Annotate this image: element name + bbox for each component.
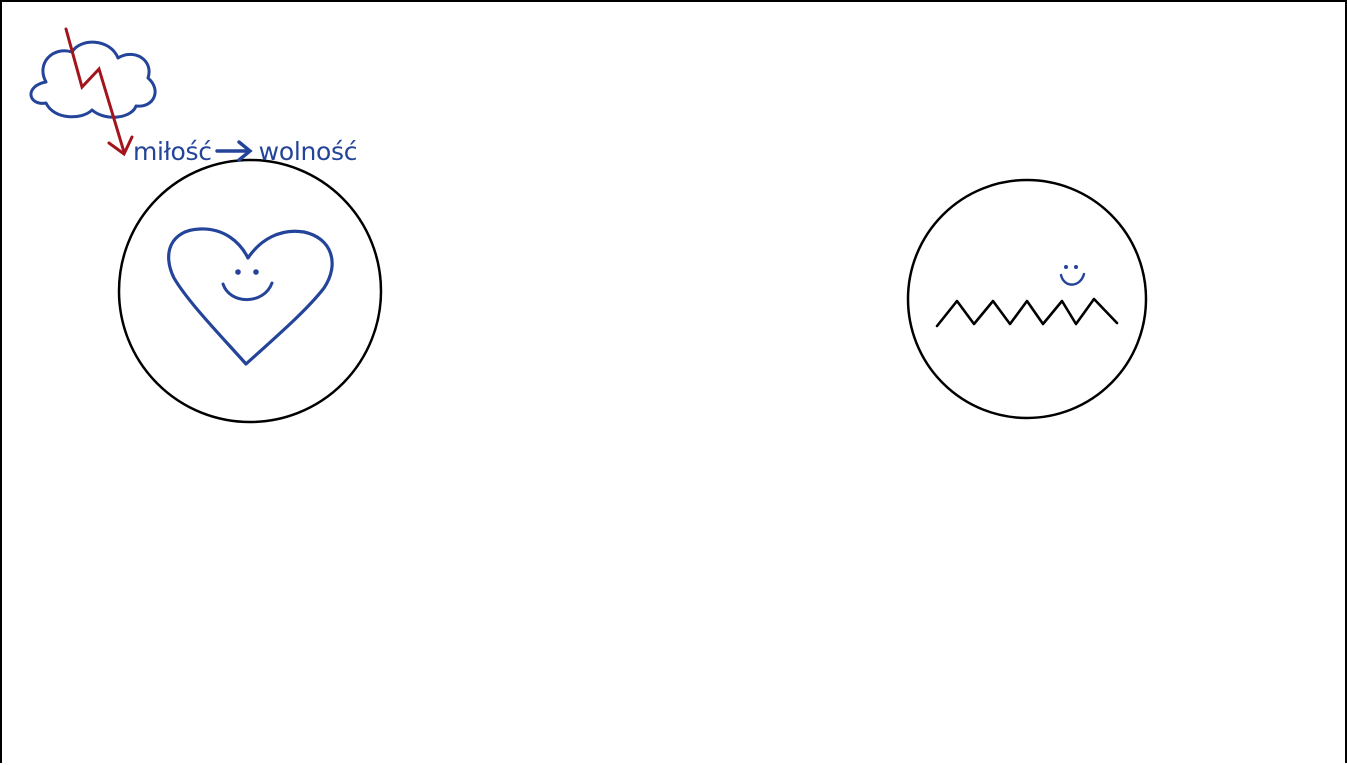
heart-right-eye [253, 269, 259, 275]
small-smiley-mouth [1061, 274, 1084, 285]
heart-left-eye [235, 269, 241, 275]
cloud-icon [31, 42, 155, 117]
heart-smiley-icon [169, 229, 333, 364]
heart-smile [223, 283, 272, 300]
zigzag-line-icon [937, 299, 1117, 326]
label-to: wolność [259, 137, 358, 166]
right-arrow-icon [215, 139, 255, 163]
label-from: miłość [133, 137, 212, 166]
left-circle [119, 160, 381, 422]
small-smiley-icon [1061, 265, 1084, 285]
right-circle [908, 180, 1146, 418]
small-smiley-left-eye [1064, 265, 1068, 269]
small-smiley-right-eye [1074, 265, 1078, 269]
concept-label-row: miłość wolność [133, 133, 357, 169]
